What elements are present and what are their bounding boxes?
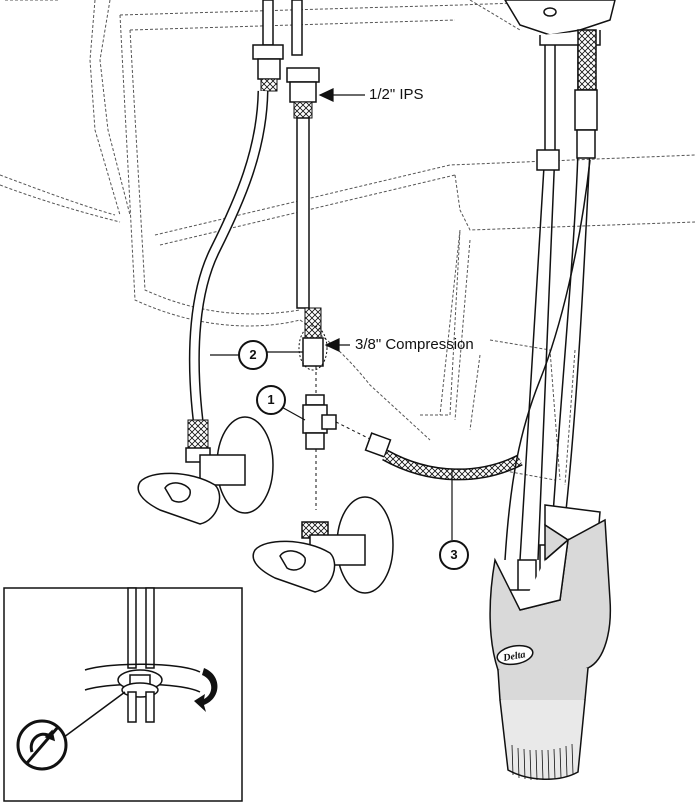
faucet-base — [505, 0, 615, 45]
callout-2: 2 — [238, 340, 268, 370]
right-supply-hose — [287, 68, 327, 370]
tee-fitting — [303, 366, 372, 510]
faucet-hose — [366, 433, 520, 474]
inset-detail — [4, 588, 242, 801]
label-compression: 3/8" Compression — [355, 336, 474, 353]
label-ips: 1/2" IPS — [369, 86, 424, 103]
callout-3: 3 — [439, 540, 469, 570]
control-box — [490, 505, 610, 780]
callout-1: 1 — [256, 385, 286, 415]
right-shutoff-valve — [253, 497, 393, 593]
